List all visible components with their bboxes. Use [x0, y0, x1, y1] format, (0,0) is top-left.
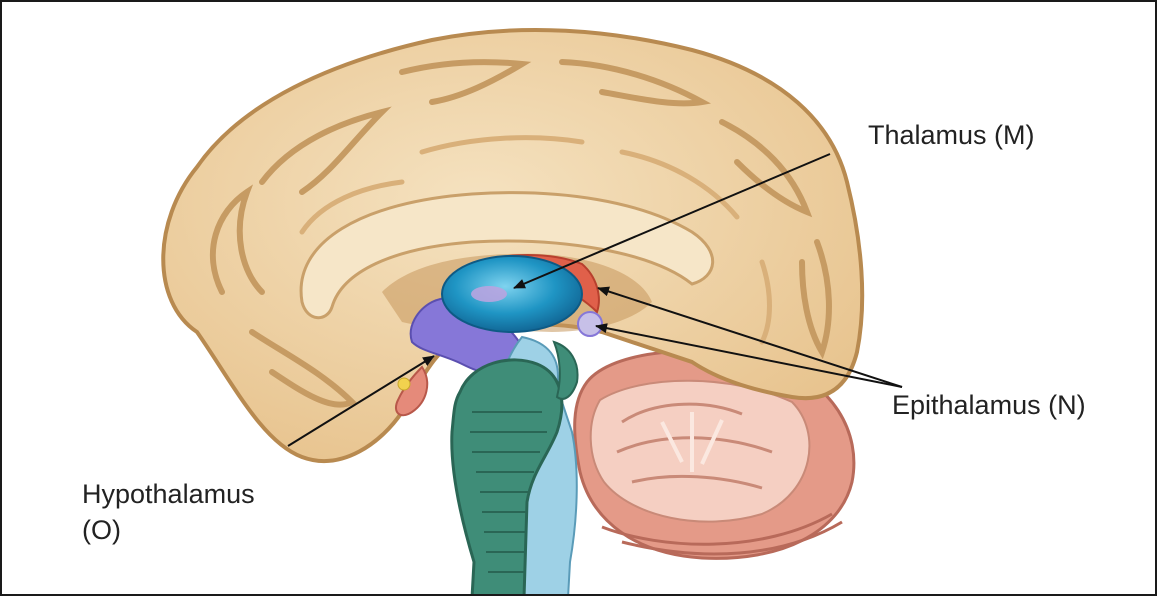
hypothalamus-label-line1: Hypothalamus: [82, 477, 255, 513]
epithalamus-label: Epithalamus (N): [892, 388, 1086, 424]
hypothalamus-label-line2: (O): [82, 513, 255, 549]
thalamus-label: Thalamus (M): [868, 118, 1035, 154]
hypothalamus-label: Hypothalamus (O): [82, 477, 255, 548]
brainstem: [452, 337, 578, 596]
